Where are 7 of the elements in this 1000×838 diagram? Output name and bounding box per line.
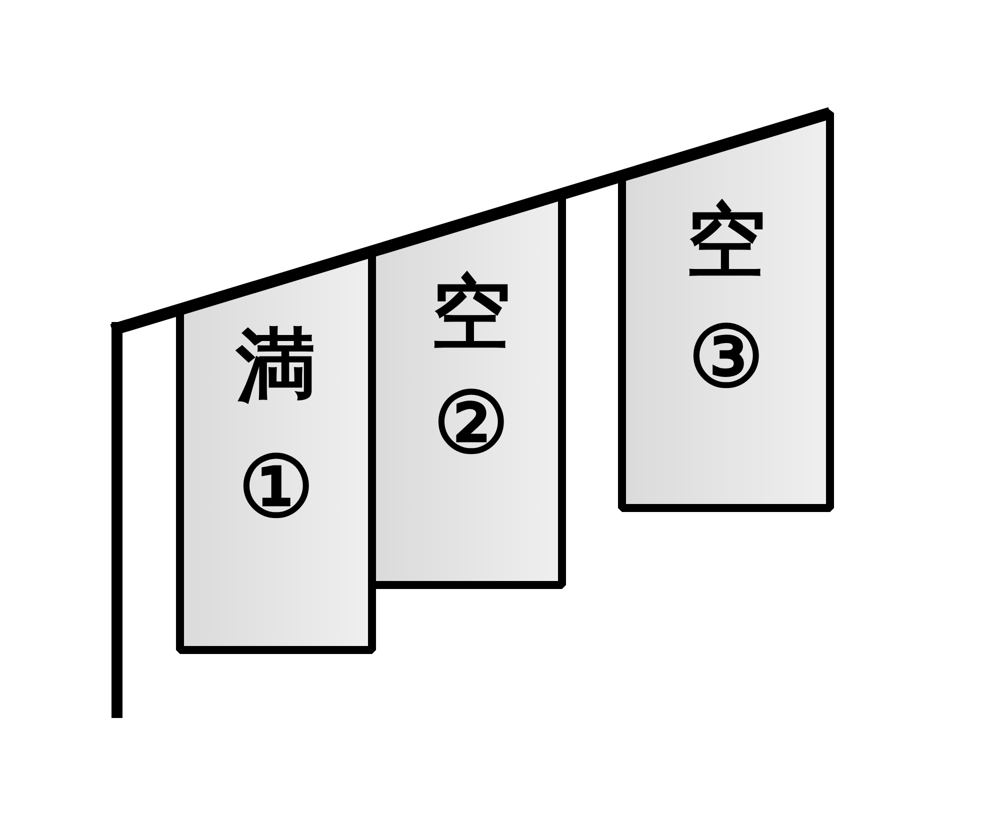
circled-number: ① bbox=[238, 445, 314, 529]
banner-label: 空 bbox=[431, 272, 511, 352]
banner-label: 空 bbox=[686, 200, 766, 280]
circled-number: ③ bbox=[688, 315, 764, 399]
banner-label: 満 bbox=[236, 325, 316, 405]
hanging-banner bbox=[618, 109, 834, 512]
circled-number: ② bbox=[434, 381, 508, 465]
